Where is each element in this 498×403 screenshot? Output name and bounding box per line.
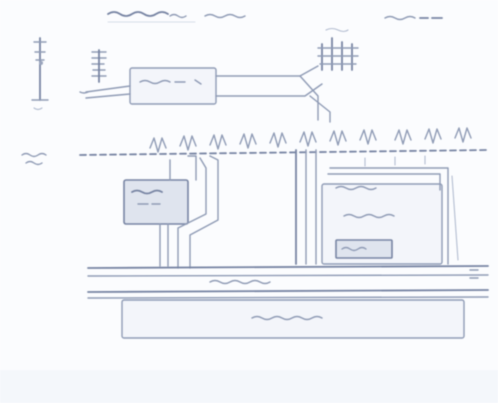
probe-dot — [39, 61, 43, 65]
upper-signal-lines — [85, 65, 331, 123]
component-stack-left — [79, 49, 107, 94]
mid-left-module-box — [123, 179, 189, 225]
left-annotation — [21, 152, 47, 166]
signal-bus-row — [79, 127, 489, 167]
top-connector — [317, 27, 359, 71]
right-module-box — [321, 183, 443, 265]
title-scribble — [107, 11, 246, 23]
mid-left-risers — [159, 155, 219, 269]
center-risers — [295, 149, 317, 265]
right-submodule-box — [335, 239, 393, 259]
paper-shadow — [0, 370, 498, 403]
bottom-base-box — [121, 299, 465, 339]
base-bus — [87, 265, 489, 299]
upper-module-box — [129, 67, 217, 105]
antenna-symbol — [31, 37, 49, 111]
top-right-note — [384, 15, 443, 21]
right-module-leads — [327, 167, 459, 265]
